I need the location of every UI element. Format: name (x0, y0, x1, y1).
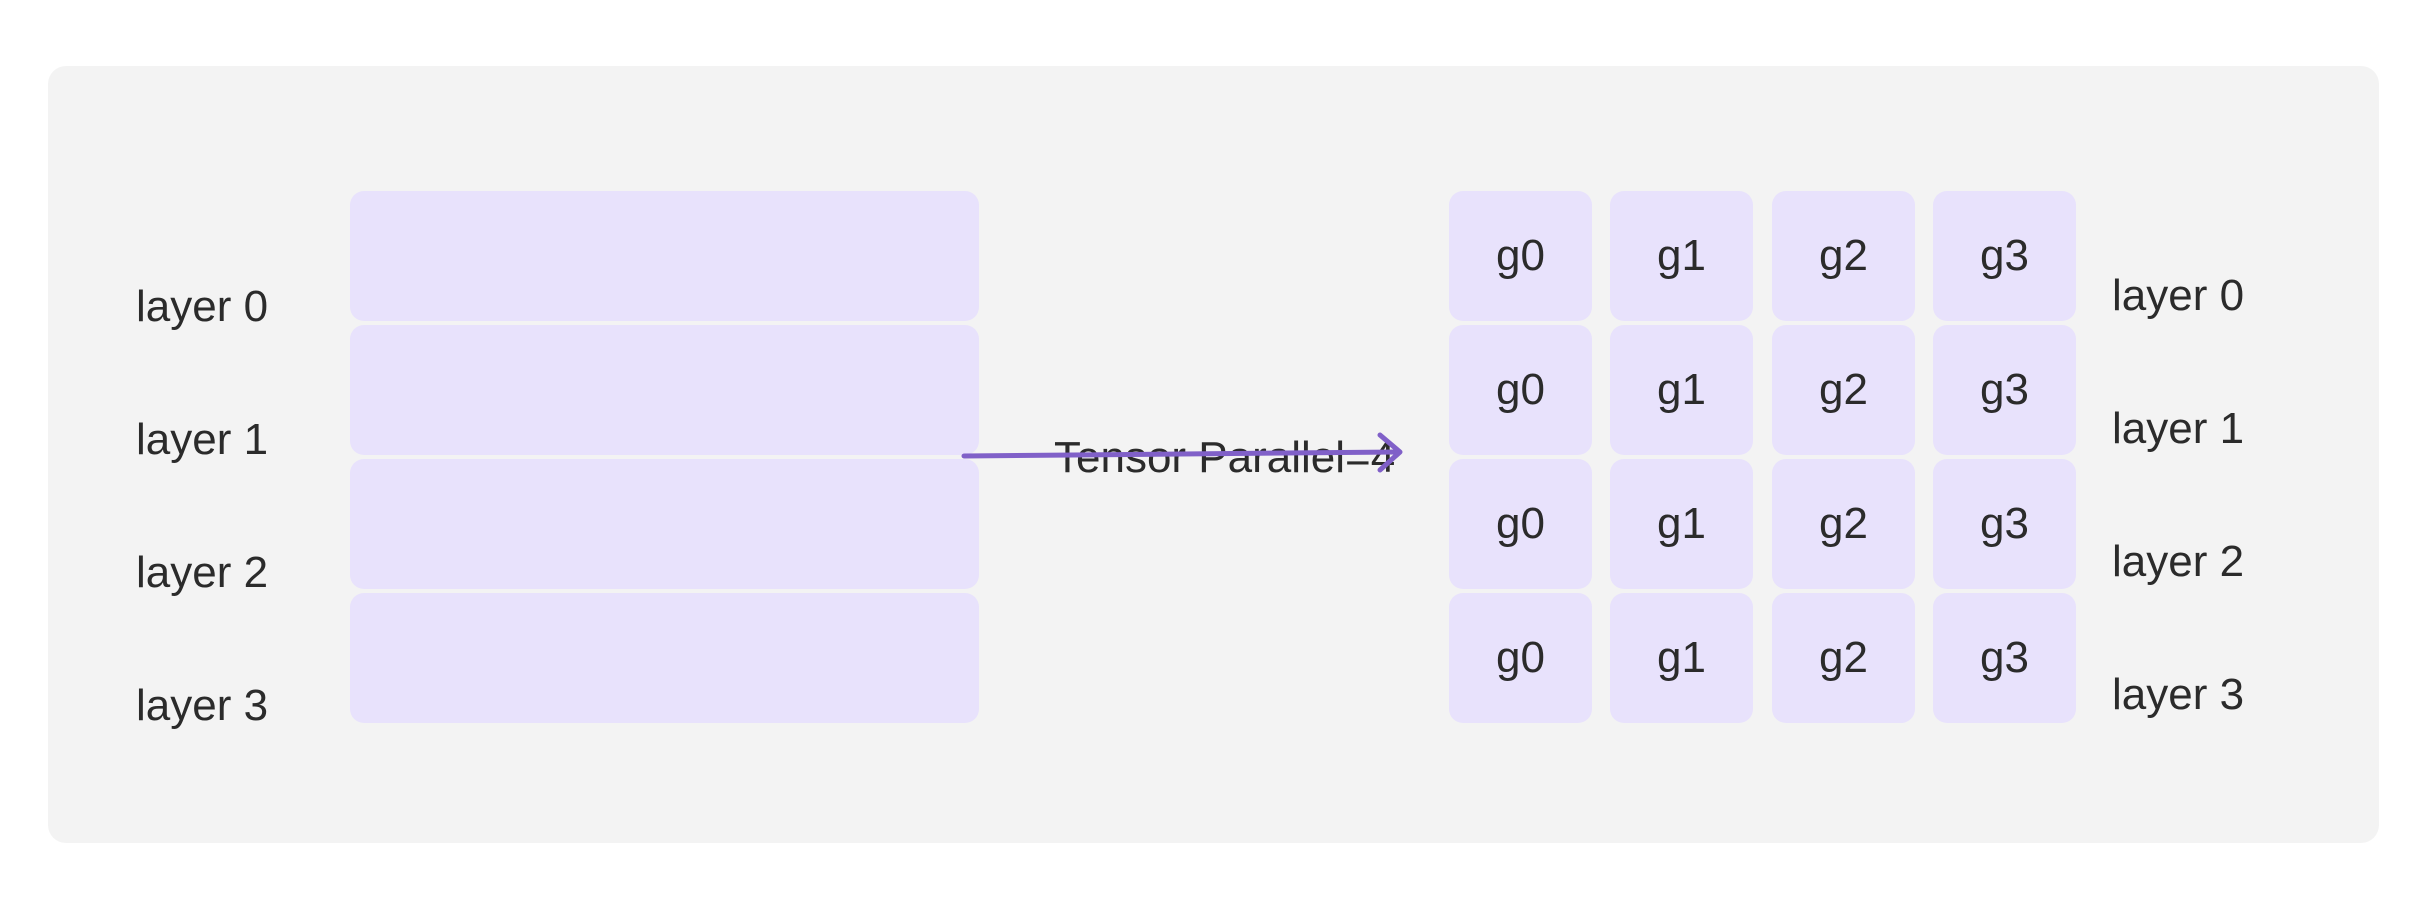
layer-block (350, 191, 979, 321)
gpu-shard-cell: g2 (1772, 459, 1915, 589)
left-layer-label: layer 1 (136, 415, 269, 464)
left-layer-label: layer 2 (136, 548, 269, 597)
left-layer-label: layer 3 (136, 681, 269, 730)
layer-block (350, 325, 979, 455)
gpu-shard-cell: g0 (1449, 593, 1592, 723)
gpu-shard-cell: g0 (1449, 459, 1592, 589)
diagram-panel: layer 0 layer 1 layer 2 layer 3 Tensor P… (48, 66, 2379, 843)
right-layer-label: layer 2 (2112, 537, 2245, 586)
gpu-shard-cell: g2 (1772, 325, 1915, 455)
gpu-shard-cell: g3 (1933, 593, 2076, 723)
gpu-shard-cell: g0 (1449, 325, 1592, 455)
right-layer-label: layer 3 (2112, 670, 2245, 719)
arrow-icon (961, 432, 1403, 473)
right-layer-label: layer 1 (2112, 404, 2245, 453)
gpu-shard-cell: g1 (1610, 593, 1753, 723)
left-layer-label: layer 0 (136, 282, 269, 331)
gpu-shard-cell: g1 (1610, 459, 1753, 589)
gpu-shard-cell: g2 (1772, 593, 1915, 723)
layer-block (350, 593, 979, 723)
right-layer-label: layer 0 (2112, 271, 2245, 320)
gpu-shard-cell: g3 (1933, 459, 2076, 589)
gpu-shard-cell: g3 (1933, 325, 2076, 455)
gpu-shard-cell: g0 (1449, 191, 1592, 321)
layer-block (350, 459, 979, 589)
gpu-shard-cell: g1 (1610, 191, 1753, 321)
arrow-caption: Tensor Parallel=4 (1054, 433, 1396, 482)
gpu-shard-cell: g1 (1610, 325, 1753, 455)
gpu-shard-cell: g2 (1772, 191, 1915, 321)
gpu-shard-cell: g3 (1933, 191, 2076, 321)
